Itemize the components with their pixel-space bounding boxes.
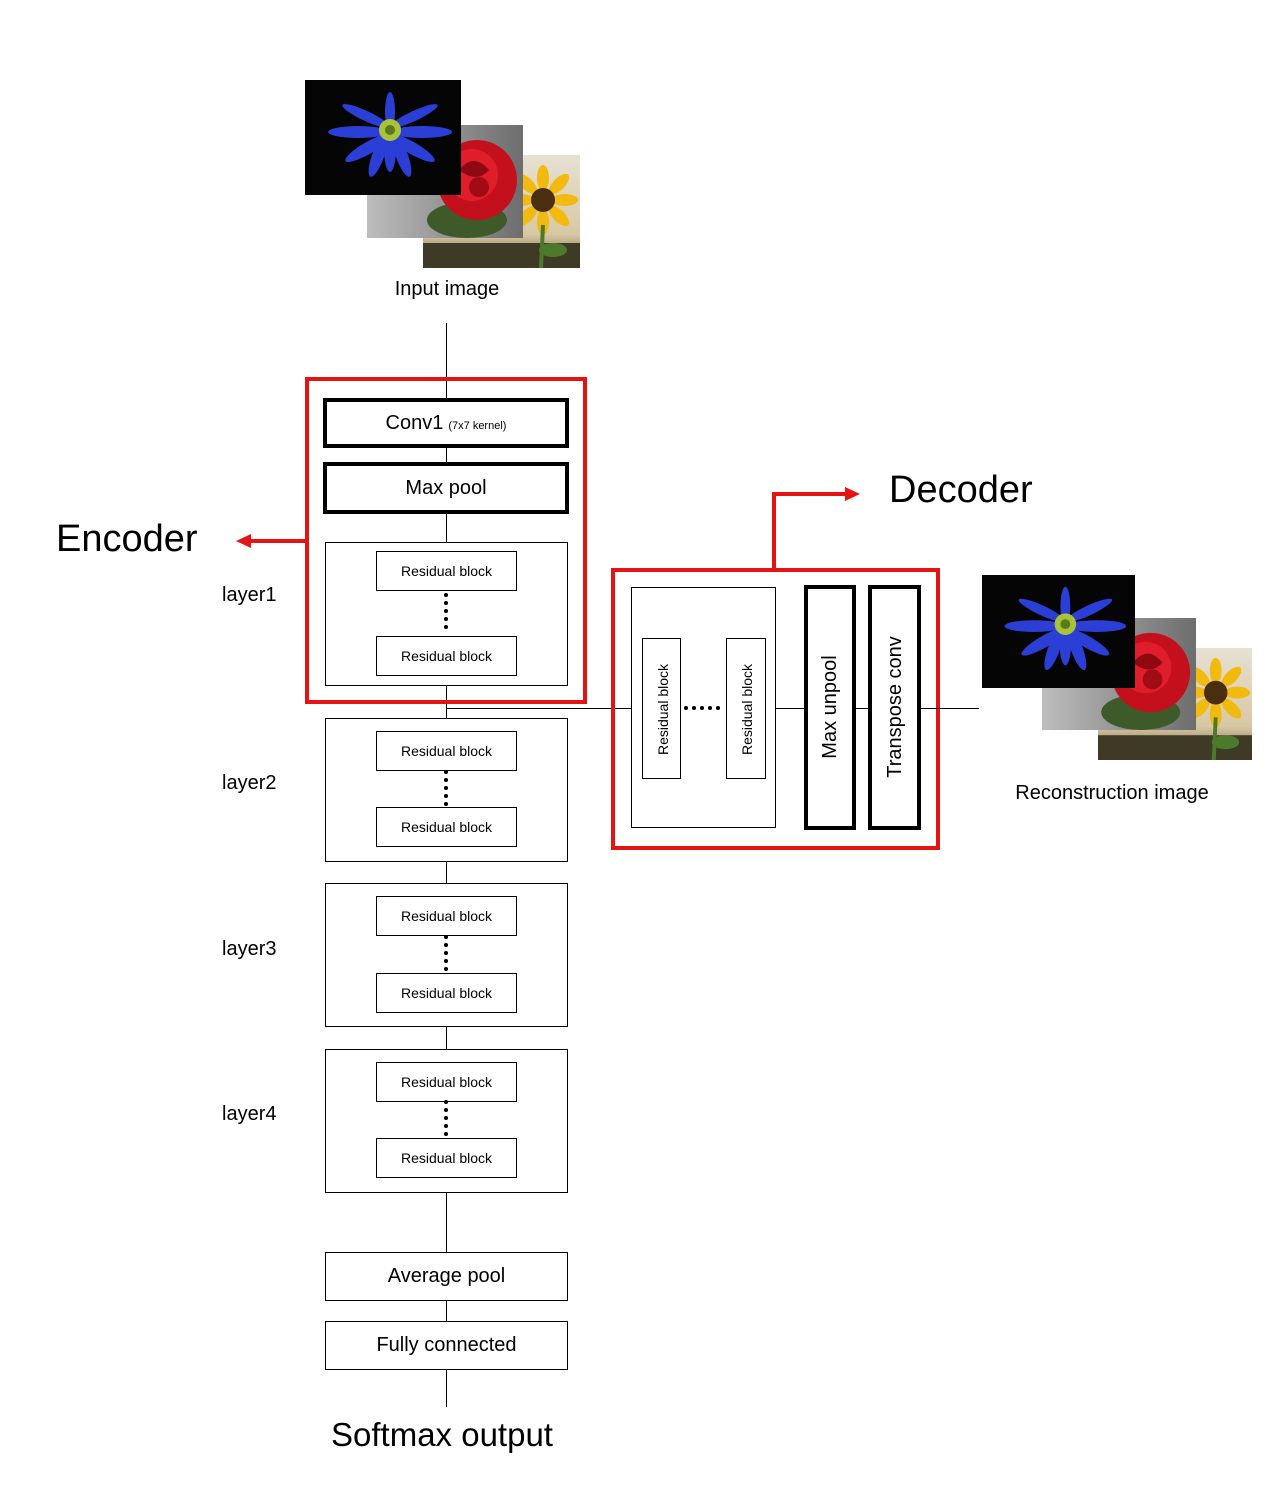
layer1-residual-block-bottom: Residual block <box>376 636 517 676</box>
connector-input-conv1 <box>446 323 447 400</box>
average-pool-block: Average pool <box>325 1252 568 1301</box>
layer3-ellipsis-dots <box>444 935 448 975</box>
connector-decoder-output <box>921 708 979 709</box>
layer4-ellipsis-dots <box>444 1100 448 1140</box>
blue-flower-photo <box>305 80 461 195</box>
softmax-output-label: Softmax output <box>331 1416 553 1453</box>
fully-connected-block: Fully connected <box>325 1321 568 1370</box>
connector-residual-unpool <box>776 708 806 709</box>
max-unpool-label: Max unpool <box>818 655 841 759</box>
conv1-block: Conv1 (7x7 kernel) <box>323 398 569 448</box>
layer1-residual-block-top: Residual block <box>376 551 517 591</box>
connector-conv1-maxpool <box>446 446 447 464</box>
decoder-residual-block-left: Residual block <box>642 638 681 779</box>
transpose-conv-label: Transpose conv <box>883 636 906 778</box>
layer4-residual-block-bottom: Residual block <box>376 1138 517 1178</box>
layer2-ellipsis-dots <box>444 770 448 810</box>
connector-maxpool-layer1 <box>446 512 447 543</box>
connector-unpool-transpose <box>856 708 869 709</box>
encoder-title: Encoder <box>56 518 198 560</box>
conv1-label: Conv1 <box>385 411 444 434</box>
decoder-residual-block-right-label: Residual block <box>738 663 755 756</box>
connector-avgpool-fc <box>446 1300 447 1322</box>
layer3-residual-block-bottom: Residual block <box>376 973 517 1013</box>
decoder-ellipsis-dots <box>684 706 724 710</box>
connector-fc-output <box>446 1369 447 1407</box>
layer4-residual-block-top: Residual block <box>376 1062 517 1102</box>
conv1-kernel-note: (7x7 kernel) <box>448 420 507 432</box>
decoder-highlight-box <box>611 568 940 850</box>
transpose-conv-block: Transpose conv <box>868 585 921 830</box>
decoder-title: Decoder <box>889 469 1033 511</box>
encoder-arrow <box>236 533 308 549</box>
decoder-residual-block-left-label: Residual block <box>654 663 671 756</box>
connector-layer4-avgpool <box>446 1192 447 1253</box>
layer3-label: layer3 <box>222 938 277 960</box>
connector-layer3-layer4 <box>446 1026 447 1050</box>
reconstruction-image-label: Reconstruction image <box>1015 781 1209 804</box>
layer4-label: layer4 <box>222 1103 277 1125</box>
input-image-label: Input image <box>394 277 500 300</box>
connector-layer2-layer3 <box>446 861 447 884</box>
maxpool-label: Max pool <box>405 476 487 499</box>
layer1-label: layer1 <box>222 584 277 606</box>
layer2-residual-block-bottom: Residual block <box>376 807 517 847</box>
layer3-residual-block-top: Residual block <box>376 896 517 936</box>
decoder-residual-block-right: Residual block <box>726 638 766 779</box>
decoder-arrow <box>770 484 862 570</box>
maxpool-block: Max pool <box>323 462 569 514</box>
layer1-ellipsis-dots <box>444 593 448 633</box>
reconstruction-blue-flower-photo <box>982 575 1135 688</box>
layer2-label: layer2 <box>222 772 277 794</box>
connector-encoder-decoder <box>446 708 632 709</box>
layer2-residual-block-top: Residual block <box>376 731 517 771</box>
max-unpool-block: Max unpool <box>804 585 856 830</box>
